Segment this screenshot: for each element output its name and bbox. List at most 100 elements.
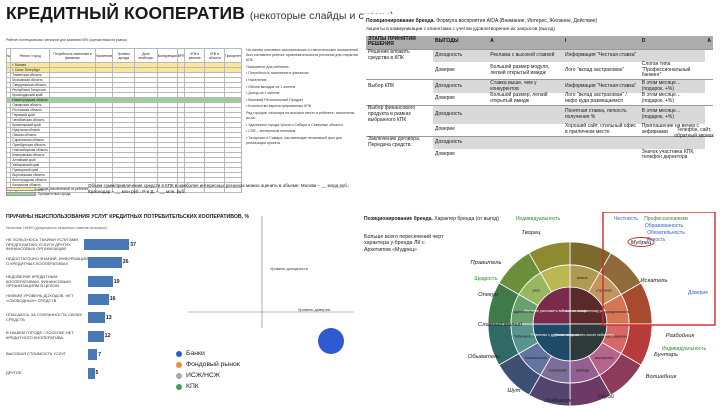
aida-cell-i: Хороший сайт, стильный офис в приличном … xyxy=(564,123,636,135)
outer-category-label: Индивидуальность xyxy=(516,216,561,222)
aida-cell-d xyxy=(639,135,706,149)
region-table-cell: Свердловская область xyxy=(10,82,50,88)
aida-cell-stage xyxy=(366,62,433,80)
region-table-cell xyxy=(204,187,226,193)
region-table-header: Конкуренция xyxy=(156,48,178,63)
rating-note: • Население xyxy=(246,77,267,82)
wheel-ring-label: свобода xyxy=(576,369,589,373)
bubble-legend-label: ИСЖ/НСЖ xyxy=(186,372,221,379)
bar-value-label: 7 xyxy=(98,351,101,358)
rating-note: На основе ключевых экономических и стати… xyxy=(246,48,358,63)
table-row: Выбор финансового продукта в рамках выбр… xyxy=(366,104,713,124)
bar-row: НЕДОВЕРИЕ КРЕДИТНЫМ КООПЕРАТИВАМ, ФИНАНС… xyxy=(6,274,136,289)
wheel-ring-label: власть xyxy=(577,276,588,280)
region-table-header: ВРП xyxy=(176,48,186,63)
bubble-legend-item: Банки xyxy=(176,348,240,359)
rating-note: Показатели для рейтинга: xyxy=(246,64,290,69)
slide-region-rating[interactable]: Рейтинг потенциальных регионов для разви… xyxy=(4,32,360,210)
outer-category-label: Индивидуальность xyxy=(662,346,707,352)
bar-mark xyxy=(88,330,104,342)
archetype-label: Правитель xyxy=(470,260,501,266)
region-table-cell xyxy=(112,187,136,193)
archetype-label: Славный малый xyxy=(478,321,523,328)
reasons-chart-source: Источник: НАФИ (допускалось несколько от… xyxy=(6,226,108,230)
aida-cell-i: Информация "Честная ставка" xyxy=(562,79,640,93)
table-row: Челябинская область xyxy=(5,117,242,123)
archetype-label: Мудрец xyxy=(631,240,652,246)
region-table-cell: Нижегородская область xyxy=(10,97,50,103)
aida-cell-benefit: Доверие xyxy=(435,66,455,73)
slide-aida[interactable]: Позиционирование бренда. Формула восприя… xyxy=(364,14,716,208)
wheel-core-quadrant xyxy=(532,286,571,325)
rating-note: • СПб – экспертным мнением xyxy=(246,129,296,134)
aida-column-header: A xyxy=(488,36,563,49)
aida-column-header: I xyxy=(562,36,640,49)
bubble-legend-item: Фондовый рынок xyxy=(176,359,240,370)
aida-cell-a xyxy=(488,104,563,124)
archetype-label: Герой xyxy=(598,393,615,400)
aida-cell-benefit: Доверие xyxy=(435,151,455,158)
region-table-header: Доля необслуж. xyxy=(134,48,158,63)
region-table-cell xyxy=(224,187,242,193)
aida-cell-action xyxy=(705,48,713,62)
table-row: Новосибирская область xyxy=(5,147,242,153)
bar-value-label: 37 xyxy=(130,241,136,248)
rating-note: • Валовый Региональный Продукт xyxy=(246,97,304,102)
region-table-header: Потребность населения в финансах xyxy=(48,48,97,63)
aida-cell-benefit: Доверие xyxy=(435,94,455,101)
archetype-label: Искатель xyxy=(640,278,667,284)
rating-note: • Удаленные города Урала и Сибири и Севе… xyxy=(246,122,343,127)
rating-notes: На основе ключевых экономических и стати… xyxy=(246,48,358,148)
aida-cell-a: Большой размер модуля, легкий открытый и… xyxy=(490,63,550,76)
aida-cell-d: Слоган типа "Профессиональный банкинг" xyxy=(641,61,691,79)
aida-cell-benefit: Доходность xyxy=(433,104,489,124)
aida-cell-d xyxy=(639,48,706,62)
bar-category-label: НЕ ПОЛЬЗУЮСЬ ТАКИМИ УСЛУГАМИ, ПРЕДПОЧИТА… xyxy=(6,237,80,252)
wheel-ring-label: риск xyxy=(532,288,540,292)
table-row: Доверие Большой размер модуля, легкий отк… xyxy=(366,61,713,80)
slide-brand-archetype[interactable]: Позиционирование бренда. Характер бренда… xyxy=(364,212,716,406)
bubble-legend-dot xyxy=(176,361,182,368)
legend-label-excluded: Города, исключенные из рейтинга xyxy=(38,186,89,191)
rating-note: • Потребность населения в финансах xyxy=(246,71,309,76)
aida-heading: Позиционирование бренда. Формула восприя… xyxy=(366,18,597,24)
outer-category-label: Щедрость xyxy=(474,276,498,282)
archetype-heading-bold: Позиционирование бренда. xyxy=(364,216,433,222)
outer-category-label: Доверие xyxy=(688,290,708,296)
bar-category-label: НЕДОСТАТОЧНО ЗНАНИЙ, ИНФОРМАЦИИ О КРЕДИТ… xyxy=(6,256,88,266)
table-row: Заключение договора. Передача средств.До… xyxy=(366,135,713,149)
bar-value-label: 13 xyxy=(105,314,112,321)
wheel-ring-label: наслаждение xyxy=(605,335,627,339)
aida-heading-bold: Позиционирование бренда. xyxy=(366,18,435,24)
aida-cell-benefit: Доходность xyxy=(433,48,489,62)
region-table-cell: Волгоградская область xyxy=(10,177,50,183)
rating-note: • Татарстан и Самара, как имеющие негати… xyxy=(246,135,343,145)
aida-cell-a: Реклама с высокой ставкой xyxy=(488,48,563,62)
archetype-label: Волшебник xyxy=(646,374,677,380)
aida-cell-d: В этом месяце… (подарок, +%) xyxy=(639,79,706,93)
bar-category-label: ВЫСОКАЯ СТОИМОСТЬ УСЛУГ xyxy=(6,351,67,357)
region-table-header: Население xyxy=(95,48,114,63)
page-title: КРЕДИТНЫЙ КООПЕРАТИВ (некоторые слайды и… xyxy=(6,3,394,24)
bar-mark xyxy=(88,312,105,323)
bubble-banks xyxy=(318,328,344,354)
aida-cell-stage: Решение вложить средства в КПК xyxy=(366,48,433,62)
aida-cell-a: Ставка выше, чем у конкурентов xyxy=(488,79,563,93)
slide-reasons-chart[interactable]: ПРИЧИНЫ НЕИСПОЛЬЗОВАНИЯ УСЛУГ КРЕДИТНЫХ … xyxy=(4,212,360,406)
archetype-label: Разбойник xyxy=(666,332,695,339)
bar-category-label: ДРУГОЕ xyxy=(6,369,22,375)
archetype-label: Шут xyxy=(507,388,520,394)
aida-cell-action xyxy=(705,135,713,149)
region-table-header: КПК в области xyxy=(204,48,226,63)
page-title-main: КРЕДИТНЫЙ КООПЕРАТИВ xyxy=(6,3,245,23)
rating-note: • Доход на 1 жителя xyxy=(246,91,280,96)
reasons-chart-title: ПРИЧИНЫ НЕИСПОЛЬЗОВАНИЯ УСЛУГ КРЕДИТНЫХ … xyxy=(6,214,250,220)
aida-cell-d: В этом месяце… (подарок, +%) xyxy=(639,104,706,124)
bubble-legend-dot xyxy=(176,350,182,357)
bubble-legend-dot xyxy=(176,372,182,379)
